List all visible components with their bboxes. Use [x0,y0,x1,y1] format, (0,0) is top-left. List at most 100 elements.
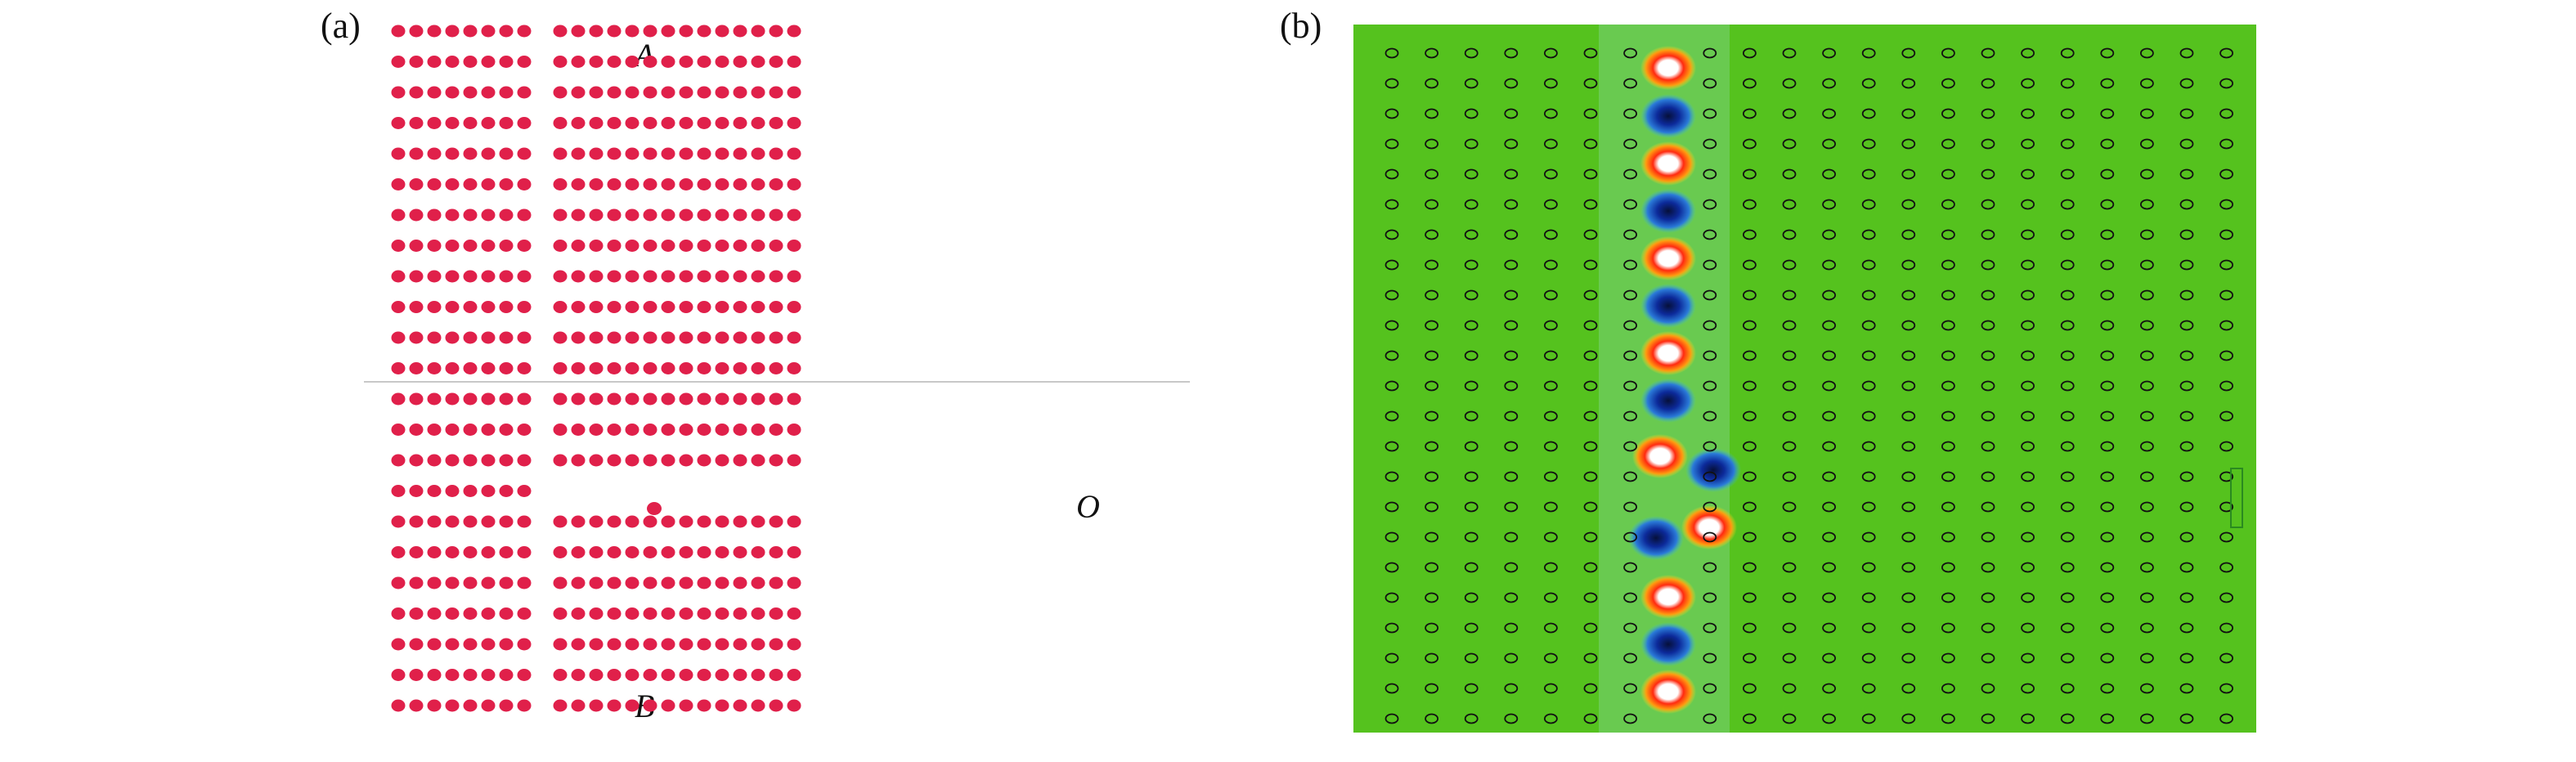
rod [751,331,765,344]
panel-a-rods [391,25,801,712]
rod [715,147,729,160]
rod [391,86,406,99]
rod [715,86,729,99]
rod-outline [1941,531,1955,543]
rod-outline [1425,622,1438,634]
rod-outline [2021,592,2035,603]
rod-outline [1981,350,1995,361]
rod [571,56,586,68]
rod-outline [1703,471,1717,482]
rod-outline [2060,78,2075,89]
rod [463,485,478,497]
rod-outline [2139,592,2154,603]
rod-outline [1583,47,1598,59]
rod [787,546,801,558]
rod [589,699,604,712]
rod [427,240,442,252]
rod [391,147,406,160]
rod [715,699,729,712]
rod-outline [2021,229,2035,240]
rod-outline [1941,259,1955,271]
rod-outline [1384,471,1399,482]
rod [607,240,622,252]
rod-outline [1941,289,1955,301]
rod-outline [2060,380,2075,392]
field-negative-lobe [1685,448,1741,492]
rod [733,331,747,344]
rod [553,147,568,160]
rod-outline [1425,380,1438,392]
rod-outline [1464,652,1479,664]
rod-outline [1583,320,1598,331]
rod-outline [2139,229,2154,240]
rod-outline [1901,108,1916,119]
rod-outline [1981,47,1995,59]
rod-outline [1901,592,1916,603]
rod [499,25,514,38]
rod [607,331,622,344]
rod-outline [2060,471,2075,482]
rod [607,699,622,712]
rod [409,638,424,651]
rod-outline [1981,652,1995,664]
rod [679,240,693,252]
rod [643,301,657,313]
rod [607,392,622,406]
rod-outline [2060,501,2075,513]
rod [589,424,604,436]
rod-outline [1384,289,1399,301]
rod-outline [1464,562,1479,573]
rod-outline [1742,47,1757,59]
rod [769,25,783,38]
rod [499,301,514,313]
rod-outline [1464,713,1479,724]
rod [679,424,693,436]
rod [409,362,424,374]
rod-outline [2060,622,2075,634]
rod [517,117,532,129]
rod [553,117,568,129]
rod [769,331,783,344]
rod-outline [2100,320,2115,331]
rod-outline [1583,622,1598,634]
rod-outline [1544,501,1558,513]
rod [589,607,604,620]
rod [661,362,675,374]
rod-outline [1981,713,1995,724]
rod-outline [1703,622,1717,634]
rod [697,454,711,467]
rod-outline [2139,471,2154,482]
rod [409,240,424,252]
rod [481,669,496,681]
rod [481,515,496,528]
rod-outline [2021,259,2035,271]
rod [391,117,406,129]
rod-outline [1981,320,1995,331]
rod [445,362,460,374]
rod-outline [1544,350,1558,361]
rod-outline [1464,47,1479,59]
rod [787,208,801,222]
rod-outline [1544,713,1558,724]
rod-outline [1703,108,1717,119]
rod [409,485,424,497]
rod [661,515,675,528]
rod-outline [1384,410,1399,422]
panel-b-field-map [1353,25,2256,733]
rod-outline [2179,289,2194,301]
rod [679,270,693,283]
rod-outline [1583,380,1598,392]
rod [787,331,801,344]
rod [733,424,747,436]
rod [643,424,657,436]
rod [499,240,514,252]
rod [391,424,406,436]
rod-outline [1703,199,1717,210]
rod-outline [2100,259,2115,271]
rod [445,270,460,283]
rod-outline [2179,622,2194,634]
rod [427,270,442,283]
rod [607,178,622,190]
rod-outline [1703,501,1717,513]
rod-outline [2021,410,2035,422]
